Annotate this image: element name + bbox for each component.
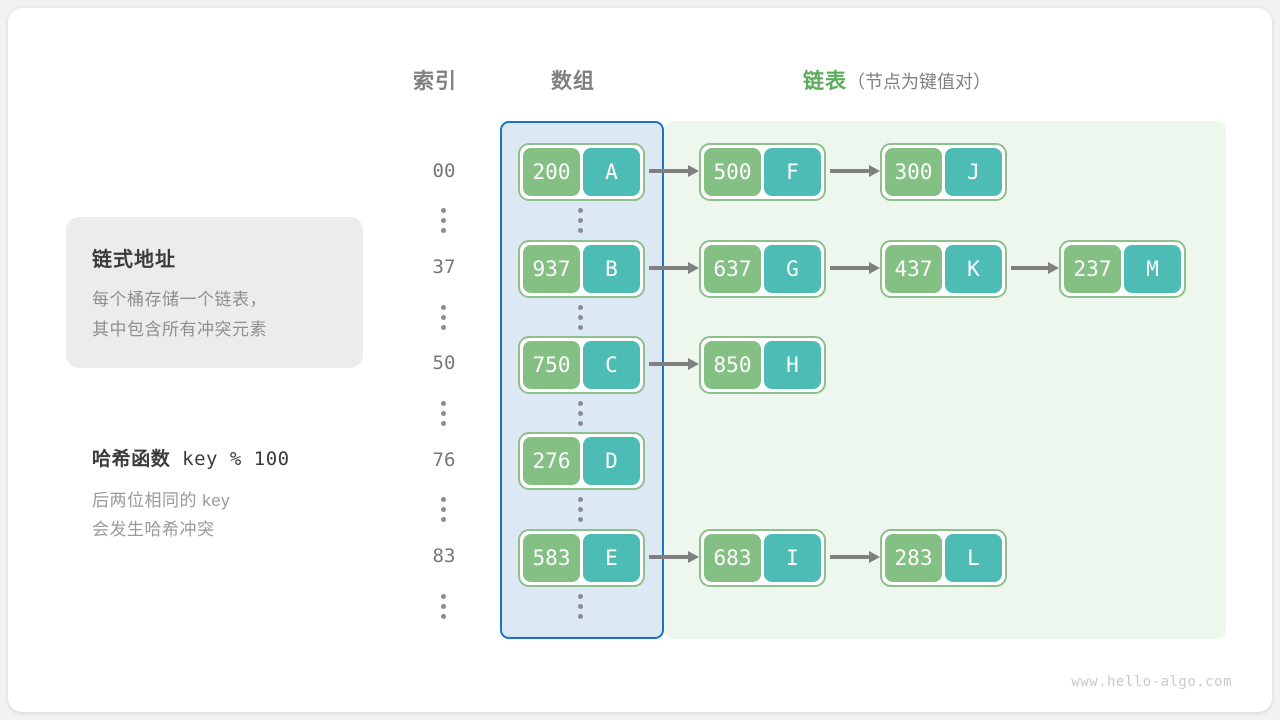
arrow-bucket1-1 (830, 262, 880, 274)
arrow-bucket0-1 (830, 165, 880, 177)
node-key: 683 (704, 534, 761, 582)
index-ellipsis-4 (441, 594, 447, 619)
column-header-index: 索引 (413, 70, 457, 93)
bucket-index-1: 37 (432, 256, 456, 278)
node-key: 237 (1064, 245, 1121, 293)
node-value: B (583, 245, 640, 293)
bucket-index-2: 50 (432, 352, 456, 374)
node-bucket1-3[interactable]: 237 M (1059, 240, 1186, 298)
node-value: D (583, 437, 640, 485)
bucket-index-0: 00 (432, 160, 456, 182)
info-card-title: 链式地址 (92, 249, 176, 271)
bucket-index-3: 76 (432, 449, 456, 471)
node-key: 200 (523, 148, 580, 196)
node-value: L (945, 534, 1002, 582)
array-ellipsis-1 (578, 305, 584, 330)
column-header-array: 数组 (551, 70, 595, 93)
index-ellipsis-1 (441, 305, 447, 330)
node-value: F (764, 148, 821, 196)
hash-function-label: 哈希函数 (92, 449, 171, 470)
array-ellipsis-0 (578, 208, 584, 233)
index-ellipsis-0 (441, 208, 447, 233)
arrow-bucket2-0 (649, 358, 699, 370)
node-value: M (1124, 245, 1181, 293)
node-value: H (764, 341, 821, 389)
array-ellipsis-4 (578, 594, 584, 619)
info-card-body: 每个桶存储一个链表， 其中包含所有冲突元素 (92, 290, 267, 339)
arrow-bucket4-0 (649, 551, 699, 563)
arrow-bucket1-2 (1011, 262, 1059, 274)
arrow-bucket0-0 (649, 165, 699, 177)
array-ellipsis-3 (578, 497, 584, 522)
node-value: G (764, 245, 821, 293)
bucket-index-4: 83 (432, 545, 456, 567)
node-bucket1-1[interactable]: 637 G (699, 240, 826, 298)
node-bucket1-0[interactable]: 937 B (518, 240, 645, 298)
node-value: A (583, 148, 640, 196)
node-bucket4-1[interactable]: 683 I (699, 529, 826, 587)
index-ellipsis-3 (441, 497, 447, 522)
node-key: 637 (704, 245, 761, 293)
hash-function-expression: key % 100 (182, 448, 290, 470)
node-key: 850 (704, 341, 761, 389)
arrow-bucket4-1 (830, 551, 880, 563)
node-value: K (945, 245, 1002, 293)
column-header-linkedlist-main: 链表 (803, 70, 847, 93)
node-bucket1-2[interactable]: 437 K (880, 240, 1007, 298)
node-key: 500 (704, 148, 761, 196)
column-header-linkedlist-sub: （节点为键值对） (847, 72, 991, 92)
node-bucket0-0[interactable]: 200 A (518, 143, 645, 201)
node-bucket2-1[interactable]: 850 H (699, 336, 826, 394)
node-value: I (764, 534, 821, 582)
watermark: www.hello-algo.com (1071, 674, 1232, 690)
column-header-linkedlist: 链表（节点为键值对） (803, 65, 991, 95)
node-bucket3-0[interactable]: 276 D (518, 432, 645, 490)
node-bucket0-2[interactable]: 300 J (880, 143, 1007, 201)
node-key: 437 (885, 245, 942, 293)
index-ellipsis-2 (441, 401, 447, 426)
node-key: 583 (523, 534, 580, 582)
node-bucket4-0[interactable]: 583 E (518, 529, 645, 587)
hash-function-note: 后两位相同的 key 会发生哈希冲突 (92, 491, 231, 539)
node-key: 937 (523, 245, 580, 293)
hash-function-title: 哈希函数 key % 100 (92, 444, 290, 471)
node-bucket2-0[interactable]: 750 C (518, 336, 645, 394)
node-key: 283 (885, 534, 942, 582)
diagram-card: 索引 数组 链表（节点为键值对） 链式地址 每个桶存储一个链表， 其中包含所有冲… (8, 8, 1272, 712)
node-bucket0-1[interactable]: 500 F (699, 143, 826, 201)
array-ellipsis-2 (578, 401, 584, 426)
node-key: 750 (523, 341, 580, 389)
node-value: C (583, 341, 640, 389)
node-bucket4-2[interactable]: 283 L (880, 529, 1007, 587)
info-card: 链式地址 每个桶存储一个链表， 其中包含所有冲突元素 (66, 217, 363, 368)
arrow-bucket1-0 (649, 262, 699, 274)
node-key: 300 (885, 148, 942, 196)
node-value: E (583, 534, 640, 582)
node-key: 276 (523, 437, 580, 485)
node-value: J (945, 148, 1002, 196)
